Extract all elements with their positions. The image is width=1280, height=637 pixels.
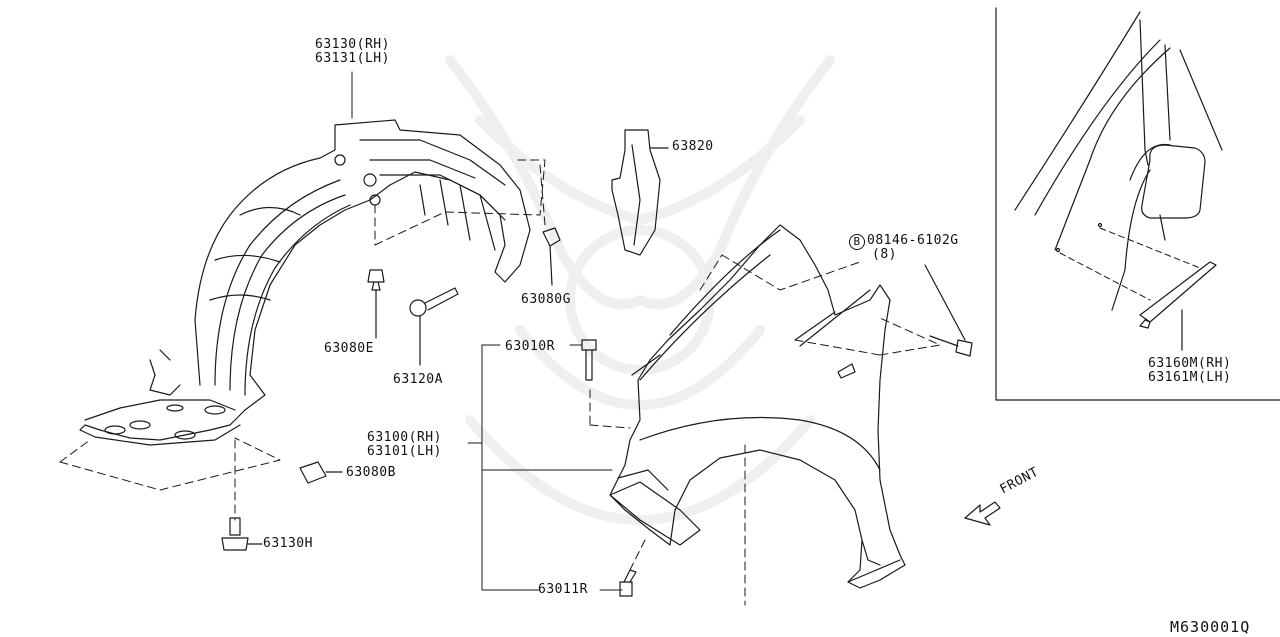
screw-63130h	[221, 517, 263, 551]
bolt-symbol-icon: B	[849, 234, 865, 250]
front-fender	[609, 224, 906, 589]
watermark-emblem	[445, 55, 835, 525]
front-arrow-icon	[964, 501, 1001, 526]
clip-63080g	[542, 227, 561, 286]
leader-lines	[351, 71, 623, 591]
label-clip-g: 63080G	[521, 292, 571, 307]
label-housing-lh: 63131(LH)	[315, 51, 390, 66]
bracket-63820	[611, 129, 669, 256]
label-bracket: 63820	[672, 139, 714, 154]
bolt-63010r	[581, 339, 597, 381]
clip-63080e	[367, 269, 385, 339]
inset-dash-lines	[1059, 227, 1201, 301]
nut-63080b	[299, 461, 343, 484]
label-housing-rh: 63130(RH)	[315, 37, 390, 52]
label-bolt-r: 63010R	[505, 339, 555, 354]
wheel-housing-liner	[79, 119, 531, 446]
assembly-dash-lines	[59, 159, 546, 521]
label-bolt-qty: (8)	[872, 247, 897, 262]
bolt-08146	[924, 264, 973, 357]
label-screw-a: 63120A	[393, 372, 443, 387]
label-nut-b: 63080B	[346, 465, 396, 480]
label-clip-e: 63080E	[324, 341, 374, 356]
bolt-63011r	[619, 569, 637, 597]
bolt-part-number: 08146-6102G	[867, 233, 959, 248]
label-garnish-lh: 63161M(LH)	[1148, 370, 1232, 385]
inset-detail	[995, 7, 1280, 401]
label-bolt-r2: 63011R	[538, 582, 588, 597]
label-screw-h: 63130H	[263, 536, 313, 551]
label-garnish-rh: 63160M(RH)	[1148, 356, 1232, 371]
label-fender-rh: 63100(RH)	[367, 430, 442, 445]
screw-63120a	[409, 287, 459, 366]
fender-dash-lines	[589, 254, 941, 606]
label-fender-lh: 63101(LH)	[367, 444, 442, 459]
figure-id: M630001Q	[1170, 618, 1251, 636]
